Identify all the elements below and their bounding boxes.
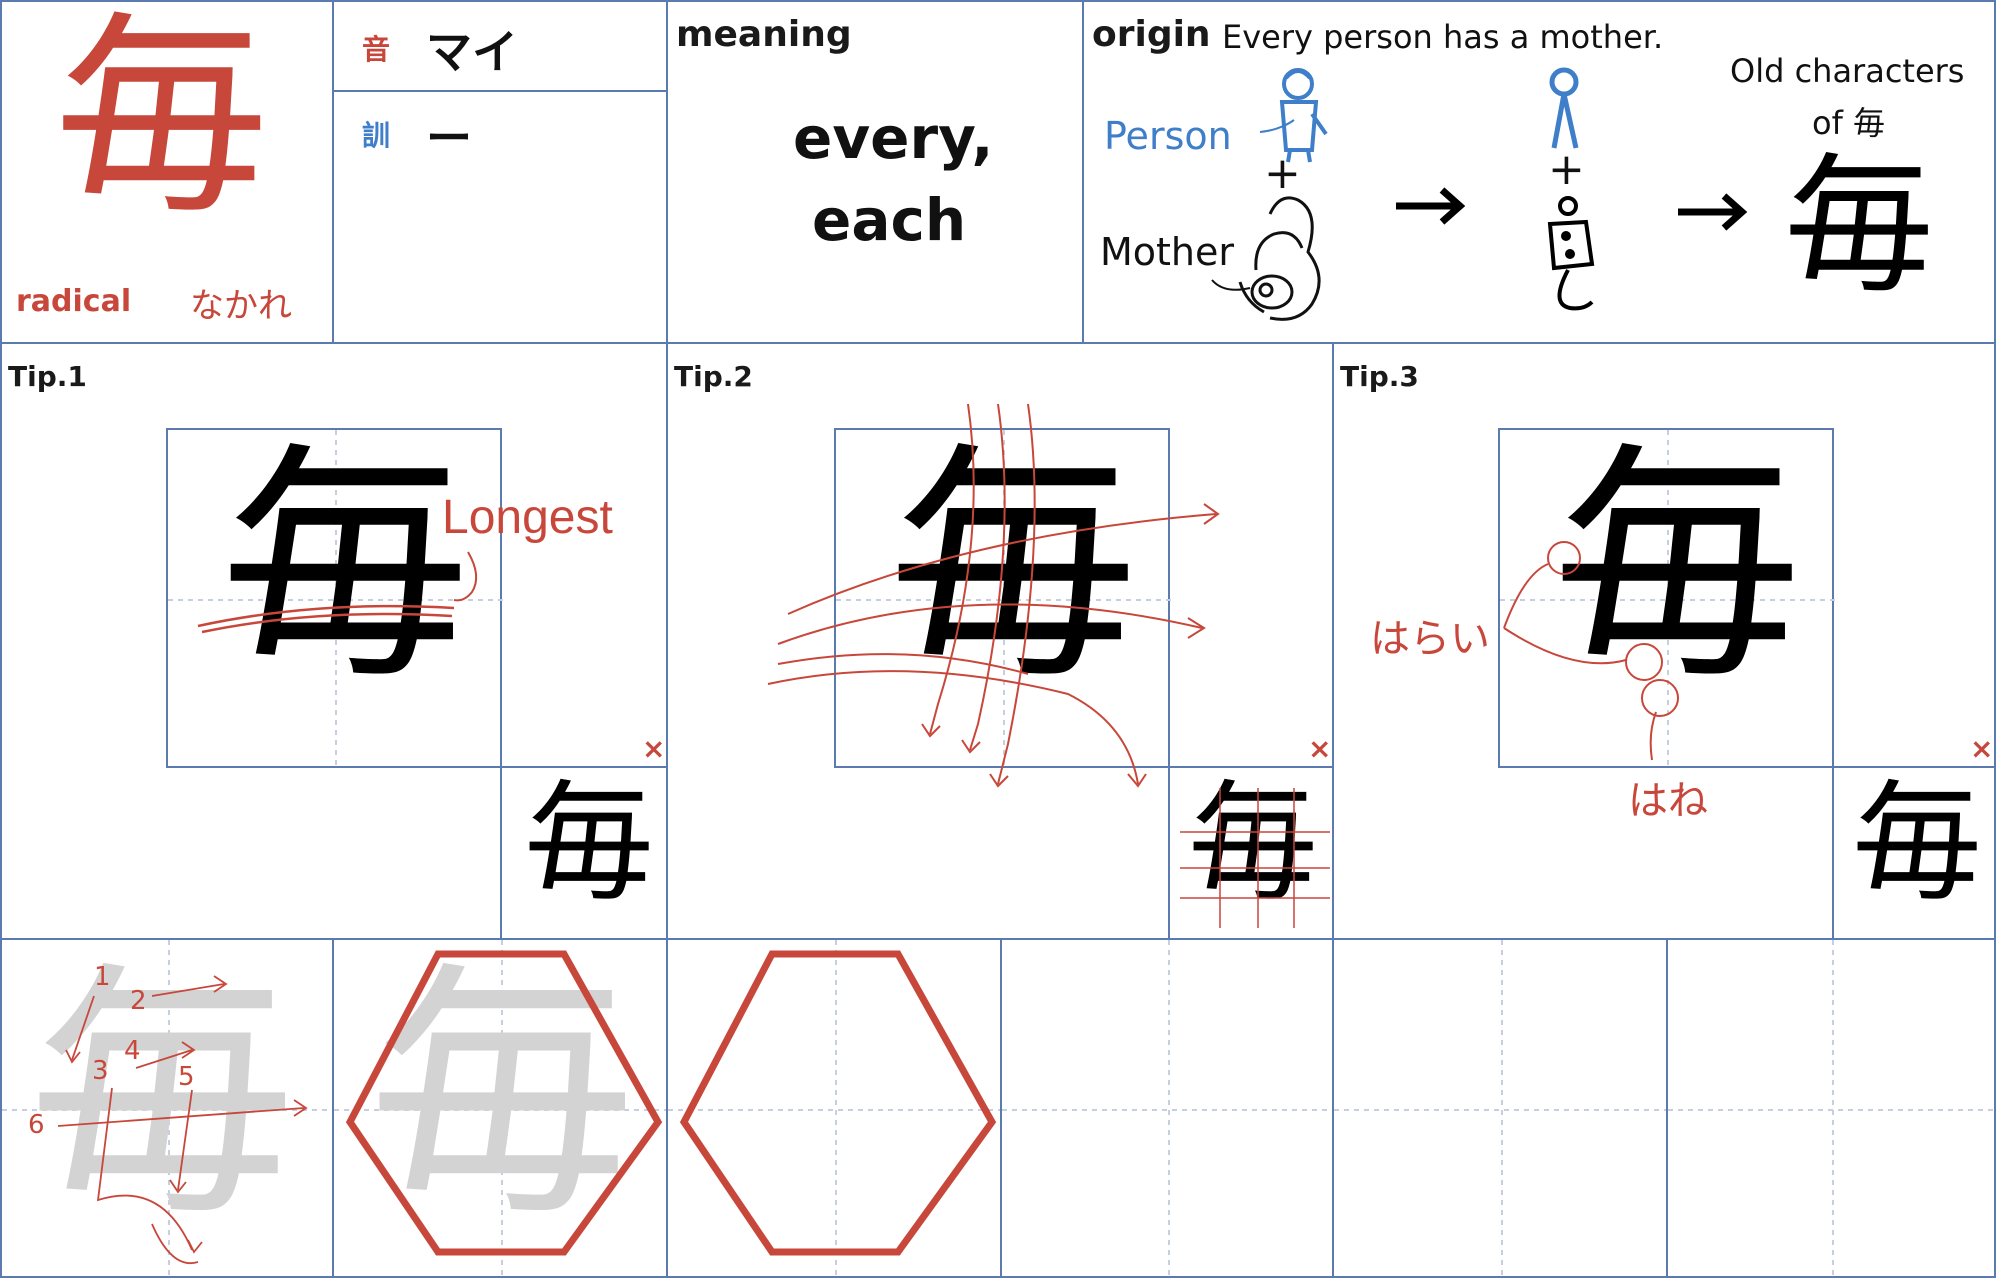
- practice-cell-blank-1[interactable]: [1000, 938, 1336, 1280]
- tip-3-label: Tip.3: [1340, 360, 1419, 393]
- stroke-number-6: 6: [28, 1110, 45, 1140]
- tip-3-mark: ×: [1970, 732, 1994, 765]
- stroke-order-arrows: [57, 975, 308, 1265]
- tip-1-annotation-pointer: [453, 551, 478, 602]
- stroke-order-guides: [2, 940, 336, 1280]
- tip-1-sample-box: 毎: [500, 766, 670, 942]
- stroke-order-kanji: 毎: [28, 940, 296, 1252]
- stroke-number-1: 1: [94, 962, 111, 992]
- tip-1-longest-stroke-highlight: [197, 604, 455, 634]
- old-character-glyph: 毎: [1784, 140, 1935, 314]
- tip-2-kanji: 毎: [888, 421, 1138, 712]
- kanji-large: 毎: [54, 0, 269, 243]
- tip-3-hane-annotation: はね: [1628, 778, 1708, 824]
- tip-3-kanji: 毎: [1552, 421, 1802, 712]
- old-characters-line-2: of 毎: [1812, 104, 1886, 142]
- origin-cell: origin Every person has a mother. Person…: [1082, 0, 1996, 344]
- kun-label: 訓: [362, 119, 391, 152]
- tip-1-annotation: Longest: [442, 491, 613, 544]
- radical-name: なかれ: [190, 286, 292, 326]
- tip-1-kanji: 毎: [220, 421, 470, 712]
- ancient-person-icon: [1549, 67, 1579, 149]
- stroke-number-3: 3: [92, 1056, 109, 1086]
- tip-1-sample-kanji: 毎: [524, 767, 655, 919]
- arrow-icon-2: [1678, 193, 1748, 231]
- tip-1-practice-box: 毎: [166, 421, 504, 770]
- meaning-cell: meaning every, each: [666, 0, 1084, 344]
- meaning-label: meaning: [676, 14, 852, 55]
- practice-cell-blank-2[interactable]: [1332, 938, 1670, 1280]
- origin-label: origin: [1092, 14, 1211, 55]
- stroke-number-4: 4: [124, 1036, 141, 1066]
- trace-cell-1-guides: [334, 940, 670, 1280]
- tip-3-sample-box: 毎: [1832, 766, 1996, 942]
- tip-1-label: Tip.1: [8, 360, 87, 393]
- tip-2-label: Tip.2: [674, 360, 753, 393]
- practice-cell-blank-3-guides: [1668, 940, 1996, 1280]
- meaning-line-2: each: [812, 186, 967, 254]
- mother-figure-icon: [1238, 196, 1321, 321]
- practice-cell-blank-1-guides: [1002, 940, 1336, 1280]
- tip-2-practice-box: 毎: [834, 421, 1172, 770]
- tip-3-harai-annotation: はらい: [1370, 616, 1490, 662]
- on-value: マイ: [426, 25, 518, 79]
- stroke-number-2: 2: [130, 986, 147, 1016]
- trace-cell-1[interactable]: 毎: [332, 938, 670, 1280]
- plus-sign-1: +: [1264, 148, 1301, 199]
- tip-1-mark: ×: [642, 732, 666, 765]
- origin-illustration: [1211, 67, 1748, 321]
- person-figure-icon: [1279, 68, 1328, 163]
- tip-2-sample-grid: [1180, 788, 1330, 928]
- practice-cell-blank-3[interactable]: [1666, 938, 1996, 1280]
- radical-label: radical: [16, 284, 132, 319]
- tip-2-panel: Tip.2 毎: [666, 342, 1336, 942]
- arrow-icon-1: [1396, 187, 1466, 225]
- mother-pointer-line: [1211, 279, 1251, 291]
- tip-3-sample-kanji: 毎: [1852, 767, 1983, 919]
- kun-value: ー: [426, 111, 472, 165]
- on-reading-row: 音 マイ: [334, 2, 666, 92]
- stroke-order-cell: 毎 1 2 3 4 5 6: [0, 938, 336, 1280]
- person-pointer-line: [1259, 119, 1295, 133]
- meaning-line-1: every,: [793, 104, 994, 172]
- tip-3-stroke-circles: [1547, 541, 1679, 717]
- practice-cell-hexagon-guides: [668, 940, 1004, 1280]
- plus-sign-2: +: [1548, 144, 1585, 195]
- old-characters-line-1: Old characters: [1730, 52, 1965, 90]
- tip-2-stroke-direction-arrows: [767, 403, 1220, 788]
- tip-1-panel: Tip.1 毎 Longest × 毎: [0, 342, 670, 942]
- tip-3-practice-box: 毎: [1498, 421, 1836, 770]
- tip-3-panel: Tip.3 毎 はらい はね ×: [1332, 342, 1996, 942]
- mother-label: Mother: [1100, 230, 1235, 274]
- tip-2-mark: ×: [1308, 732, 1332, 765]
- practice-cell-hexagon[interactable]: [666, 938, 1004, 1280]
- tip-2-sample-kanji: 毎: [1188, 767, 1319, 919]
- tip-1-guide-lines: [168, 430, 504, 770]
- on-label: 音: [362, 33, 391, 66]
- practice-cell-blank-2-guides: [1334, 940, 1670, 1280]
- origin-caption: Every person has a mother.: [1222, 18, 1664, 56]
- hexagon-guide-icon: [345, 950, 663, 1256]
- readings-cell: 音 マイ 訓 ー: [332, 0, 668, 344]
- tip-2-guide-lines: [836, 430, 1172, 770]
- person-label: Person: [1104, 114, 1232, 158]
- hexagon-outline-icon: [679, 950, 997, 1256]
- stroke-number-5: 5: [178, 1062, 195, 1092]
- kanji-cell: 毎 radical なかれ: [0, 0, 334, 344]
- tip-3-annotation-pointers: [1503, 563, 1657, 761]
- tip-2-sample-box: 毎: [1168, 766, 1336, 942]
- ancient-mother-icon: [1547, 196, 1595, 311]
